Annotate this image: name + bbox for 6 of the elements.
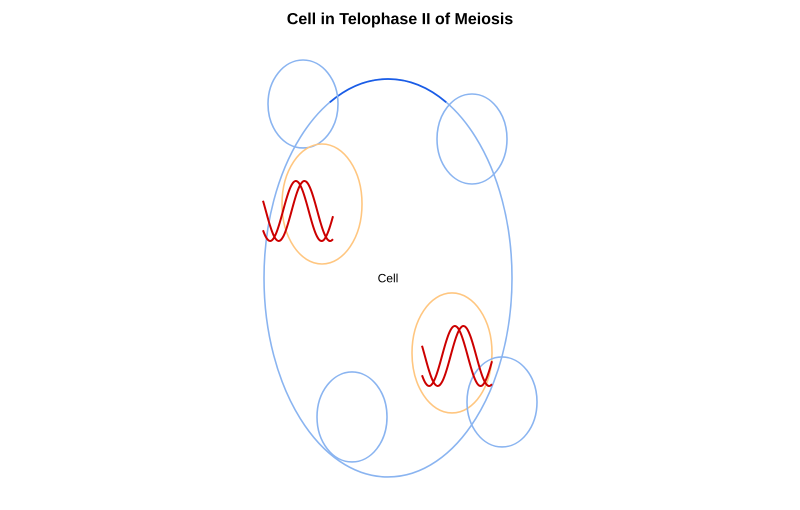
- circle: [267, 59, 339, 149]
- title: Cell in Telophase II of Meiosis: [287, 12, 513, 28]
- circle: [466, 356, 538, 448]
- ellipse: [411, 292, 493, 414]
- circle: [316, 371, 388, 463]
- ellipse: [281, 143, 363, 265]
